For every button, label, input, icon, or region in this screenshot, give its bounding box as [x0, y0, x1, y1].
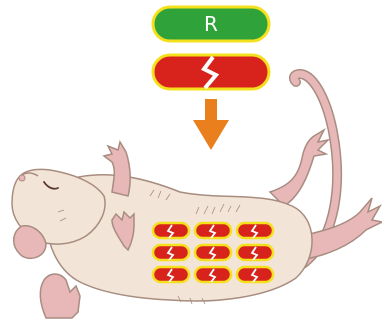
tissue-receptor	[195, 267, 231, 282]
rat-paw-lower-left	[40, 274, 80, 318]
tissue-receptor	[195, 223, 231, 238]
tissue-receptor	[153, 223, 189, 238]
tissue-receptor	[153, 267, 189, 282]
healthy-receptor-pill: R	[153, 7, 269, 41]
tissue-receptor	[237, 267, 273, 282]
tissue-receptor	[195, 245, 231, 260]
rat-illustration	[12, 74, 382, 318]
down-arrow-icon	[193, 99, 229, 150]
tissue-receptor	[237, 223, 273, 238]
tissue-receptor	[237, 245, 273, 260]
broken-receptor-cluster	[153, 223, 273, 282]
rat-nose-icon	[19, 175, 25, 181]
receptor-label: R	[204, 12, 218, 36]
tissue-receptor	[153, 245, 189, 260]
rat-leg-upper-right	[270, 130, 328, 206]
broken-receptor-pill	[153, 55, 269, 89]
